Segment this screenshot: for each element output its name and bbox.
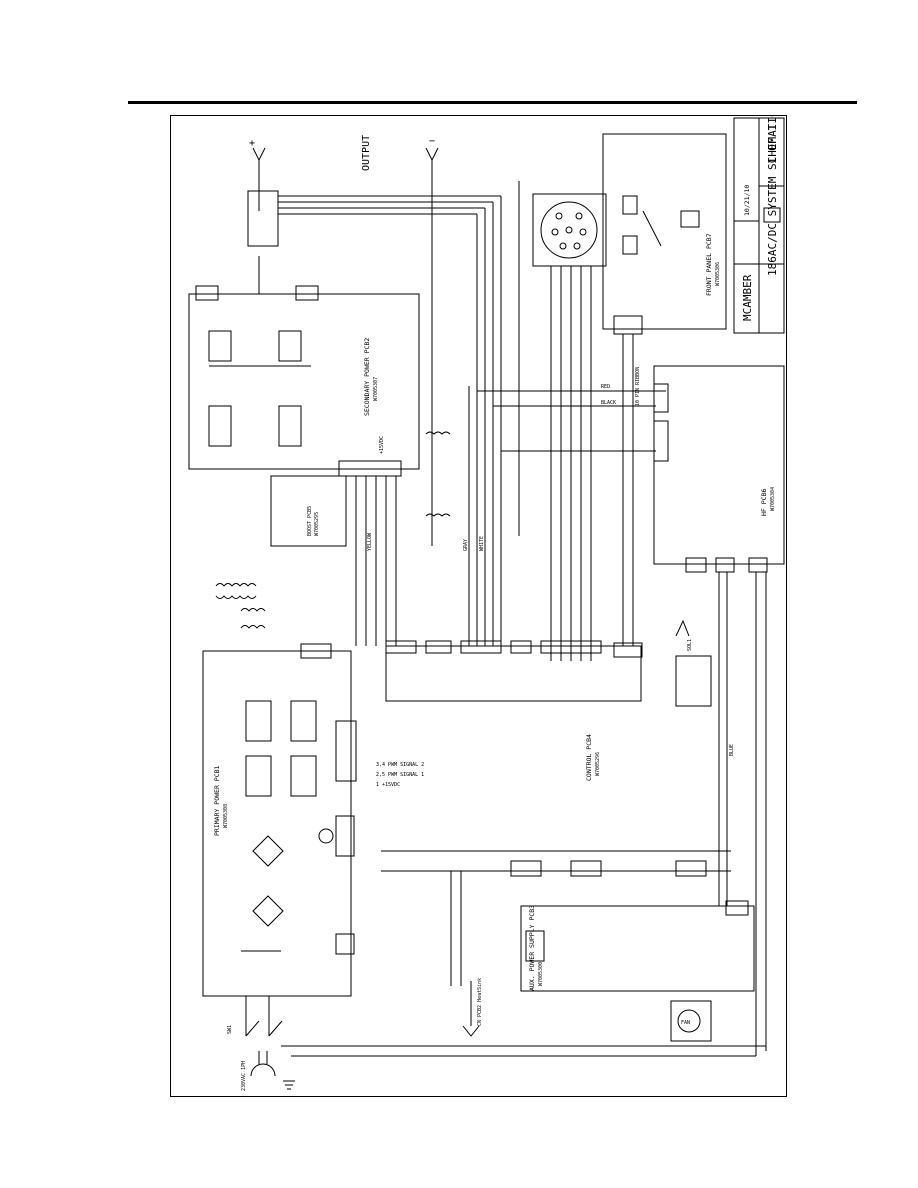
primary-power-name: PRIMARY POWER PCB1 xyxy=(213,765,221,836)
connector-hf-b xyxy=(653,420,669,462)
boost-pn: W7005295 xyxy=(314,512,320,536)
control-name: CONTROL PCB4 xyxy=(585,734,593,781)
connector-fan-supply xyxy=(510,860,542,877)
remote-cps: CN PCB2 HeatSink xyxy=(462,978,483,1037)
wire-blue-label: BLUE xyxy=(729,744,735,756)
ribbon-label: 10 PIN RIBBON xyxy=(635,367,641,406)
sheet-number: 1 OF 1 xyxy=(766,124,779,164)
pwm-15vdc: 1 +15VDC xyxy=(376,782,400,788)
secondary-power-pcb: SECONDARY POWER PCB2 W7005307 xyxy=(188,256,420,470)
wire-red-label: RED xyxy=(601,384,610,390)
wire-black-label: BLACK xyxy=(601,400,616,406)
transformer-t1 xyxy=(215,583,257,599)
schematic-drawing: 186AC/DC SYSTEM SCHEMATIC 1 OF 1 10/21/1… xyxy=(188,116,785,1091)
connector-pwm xyxy=(335,720,357,782)
connector-aux-in xyxy=(525,930,545,962)
connector-ctl-1 xyxy=(385,640,417,654)
hf-pn: W7005304 xyxy=(770,487,776,511)
aux-power-name: AUX. POWER SUPPLY PCB3 xyxy=(528,905,536,991)
connector-hf-a xyxy=(653,383,669,413)
solenoid: SOL1 xyxy=(675,619,712,707)
connector-ctl-4 xyxy=(510,640,532,654)
pwm-signal-2: 3,4 PWM SIGNAL 2 xyxy=(376,762,424,768)
ct1-coil xyxy=(240,608,266,612)
pwm-signal-1: 2,5 PWM SIGNAL 1 xyxy=(376,772,424,778)
remote-note: CN PCB2 HeatSink xyxy=(477,978,483,1026)
hf-pcb: HF PCB6 W7005304 xyxy=(653,365,785,565)
drawn-by: MCAMBER xyxy=(741,274,754,321)
connector-sp1 xyxy=(195,285,219,301)
front-panel-pcb: FRONT PANEL PCB7 W7005306 xyxy=(602,133,727,330)
schematic-sheet: 186AC/DC SYSTEM SCHEMATIC 1 OF 1 10/21/1… xyxy=(170,115,787,1097)
connector-hf-c xyxy=(685,557,707,573)
connector-ctl-5 xyxy=(540,640,602,654)
ct2-coil xyxy=(240,625,266,629)
mains-plug: 230VAC 1PH xyxy=(241,1051,295,1091)
output-label: OUTPUT xyxy=(361,135,372,171)
connector-p1 xyxy=(300,643,332,659)
connector-ctl-2 xyxy=(425,640,452,654)
connector-sp2 xyxy=(295,285,319,301)
connector-input xyxy=(335,933,355,955)
secondary-power-pn: W7005307 xyxy=(373,377,379,401)
output-terminals: + − OUTPUT xyxy=(249,135,439,546)
ribbon-connector-bottom xyxy=(613,642,643,658)
output-minus: − xyxy=(429,136,435,147)
solenoid-label: SOL1 xyxy=(687,639,693,651)
ribbon-connector-top xyxy=(613,315,643,335)
drawing-date: 10/21/10 xyxy=(743,185,751,216)
secondary-power-name: SECONDARY POWER PCB2 xyxy=(363,338,371,416)
connector-24vdc xyxy=(675,860,707,877)
inductor-l2 xyxy=(425,431,451,435)
ntc-sensor xyxy=(318,828,334,844)
primary-power-pcb: PRIMARY POWER PCB1 W7005308 xyxy=(202,650,352,997)
connector-hf-d xyxy=(715,557,735,573)
control-pcb: CONTROL PCB4 W7005296 xyxy=(385,645,642,781)
hs-label: +15VDC xyxy=(379,436,385,454)
aux-power-pn: W7005300 xyxy=(538,962,544,986)
wire-yellow-label: YELLOW xyxy=(367,532,373,551)
connector-p2 xyxy=(335,815,355,857)
switch-label: SW1 xyxy=(227,1025,233,1034)
primary-power-pn: W7005308 xyxy=(223,804,229,828)
fan-label: FAN xyxy=(681,1020,690,1026)
connector-hs xyxy=(338,460,402,477)
connector-cs1 xyxy=(247,190,279,247)
connector-ctl-3 xyxy=(460,640,502,654)
boost-pcb: BOOST PCB5 W7005295 xyxy=(270,475,347,547)
wire-gray-label: GRAY xyxy=(463,539,469,551)
output-plus: + xyxy=(249,138,255,149)
aux-power-pcb: AUX. POWER SUPPLY PCB3 W7005300 xyxy=(520,905,755,992)
boost-name: BOOST PCB5 xyxy=(307,506,313,536)
input-switch: SW1 xyxy=(227,996,283,1037)
input-voltage-label: 230VAC 1PH xyxy=(241,1061,247,1091)
round-connector xyxy=(532,193,607,267)
front-panel-pn: W7005306 xyxy=(715,262,721,286)
hf-name: HF PCB6 xyxy=(760,489,768,516)
inductor-l1 xyxy=(425,513,451,517)
control-pn: W7005296 xyxy=(595,752,601,776)
title-block: 186AC/DC SYSTEM SCHEMATIC 1 OF 1 10/21/1… xyxy=(733,116,785,334)
schematic-title: 186AC/DC SYSTEM SCHEMATIC xyxy=(766,116,779,276)
connector-aux-out xyxy=(725,900,749,916)
wire-white-label: WHITE xyxy=(479,536,485,551)
header-rule xyxy=(128,101,857,104)
connector-power xyxy=(570,860,602,877)
front-panel-name: FRONT PANEL PCB7 xyxy=(705,233,713,296)
fan: FAN xyxy=(670,1000,712,1042)
connector-hf-e xyxy=(748,557,768,573)
